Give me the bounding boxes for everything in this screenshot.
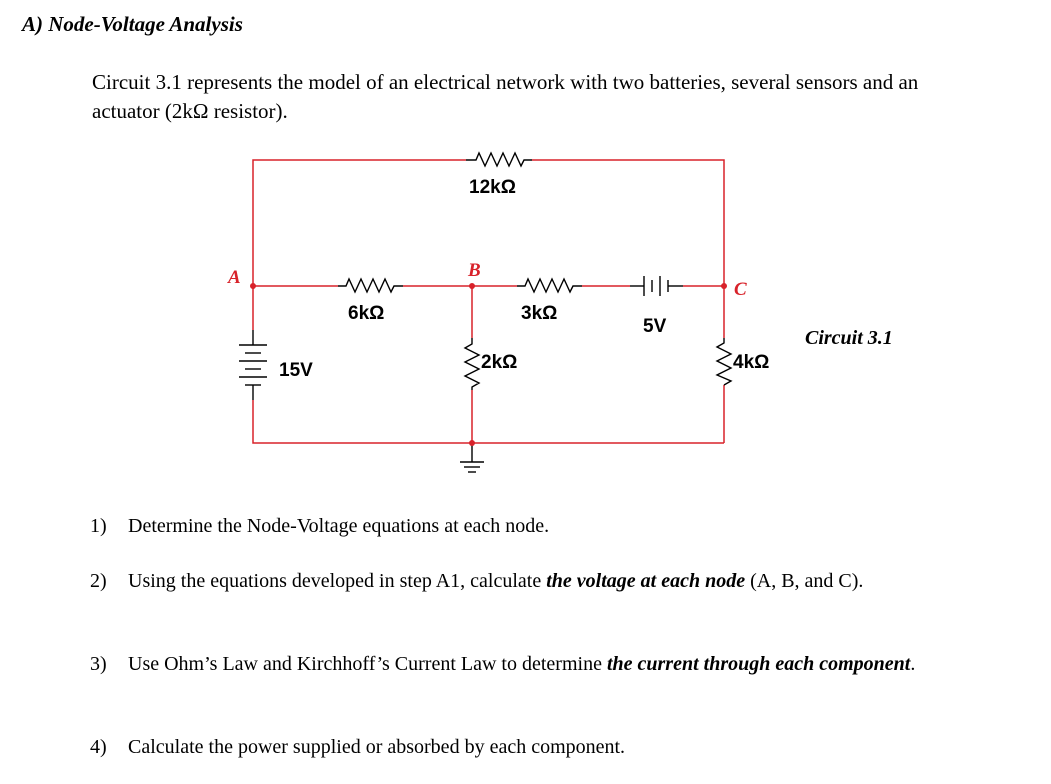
node-b-dot xyxy=(469,283,475,289)
resistor-3k xyxy=(517,277,582,294)
circuit-diagram: A B C 12kΩ 6kΩ 3kΩ 2kΩ 4kΩ 15V 5V Circui… xyxy=(227,151,893,473)
resistor-2k xyxy=(463,338,481,390)
question-text: Using the equations developed in step A1… xyxy=(128,570,864,592)
label-4k: 4kΩ xyxy=(733,352,769,373)
battery-5v xyxy=(630,276,683,296)
node-a-dot xyxy=(250,283,256,289)
label-2k: 2kΩ xyxy=(481,352,517,373)
question-number: 2) xyxy=(90,570,107,592)
node-label-c: C xyxy=(734,279,747,300)
question-text: Use Ohm’s Law and Kirchhoff’s Current La… xyxy=(128,653,916,675)
label-6k: 6kΩ xyxy=(348,303,384,324)
node-c-dot xyxy=(721,283,727,289)
resistor-4k xyxy=(715,338,733,386)
battery-15v xyxy=(239,330,267,400)
label-15v: 15V xyxy=(279,360,313,381)
question-number: 4) xyxy=(90,736,107,758)
label-3k: 3kΩ xyxy=(521,303,557,324)
resistor-6k xyxy=(338,277,403,294)
section-heading: A) Node-Voltage Analysis xyxy=(22,12,243,36)
question-text: Determine the Node-Voltage equations at … xyxy=(128,515,550,537)
ground-node-dot xyxy=(469,440,475,446)
circuit-caption: Circuit 3.1 xyxy=(805,327,893,349)
intro-paragraph: Circuit 3.1 represents the model of an e… xyxy=(92,70,919,123)
wire-bottom xyxy=(252,400,724,444)
resistor-12k xyxy=(466,151,532,168)
node-label-a: A xyxy=(227,267,241,288)
wire-top xyxy=(252,159,725,330)
ground-symbol xyxy=(460,443,484,473)
question-text: Calculate the power supplied or absorbed… xyxy=(128,736,626,758)
label-12k: 12kΩ xyxy=(469,177,516,198)
question-number: 1) xyxy=(90,515,107,537)
label-5v: 5V xyxy=(643,316,667,337)
node-label-b: B xyxy=(467,260,481,281)
question-number: 3) xyxy=(90,653,107,675)
